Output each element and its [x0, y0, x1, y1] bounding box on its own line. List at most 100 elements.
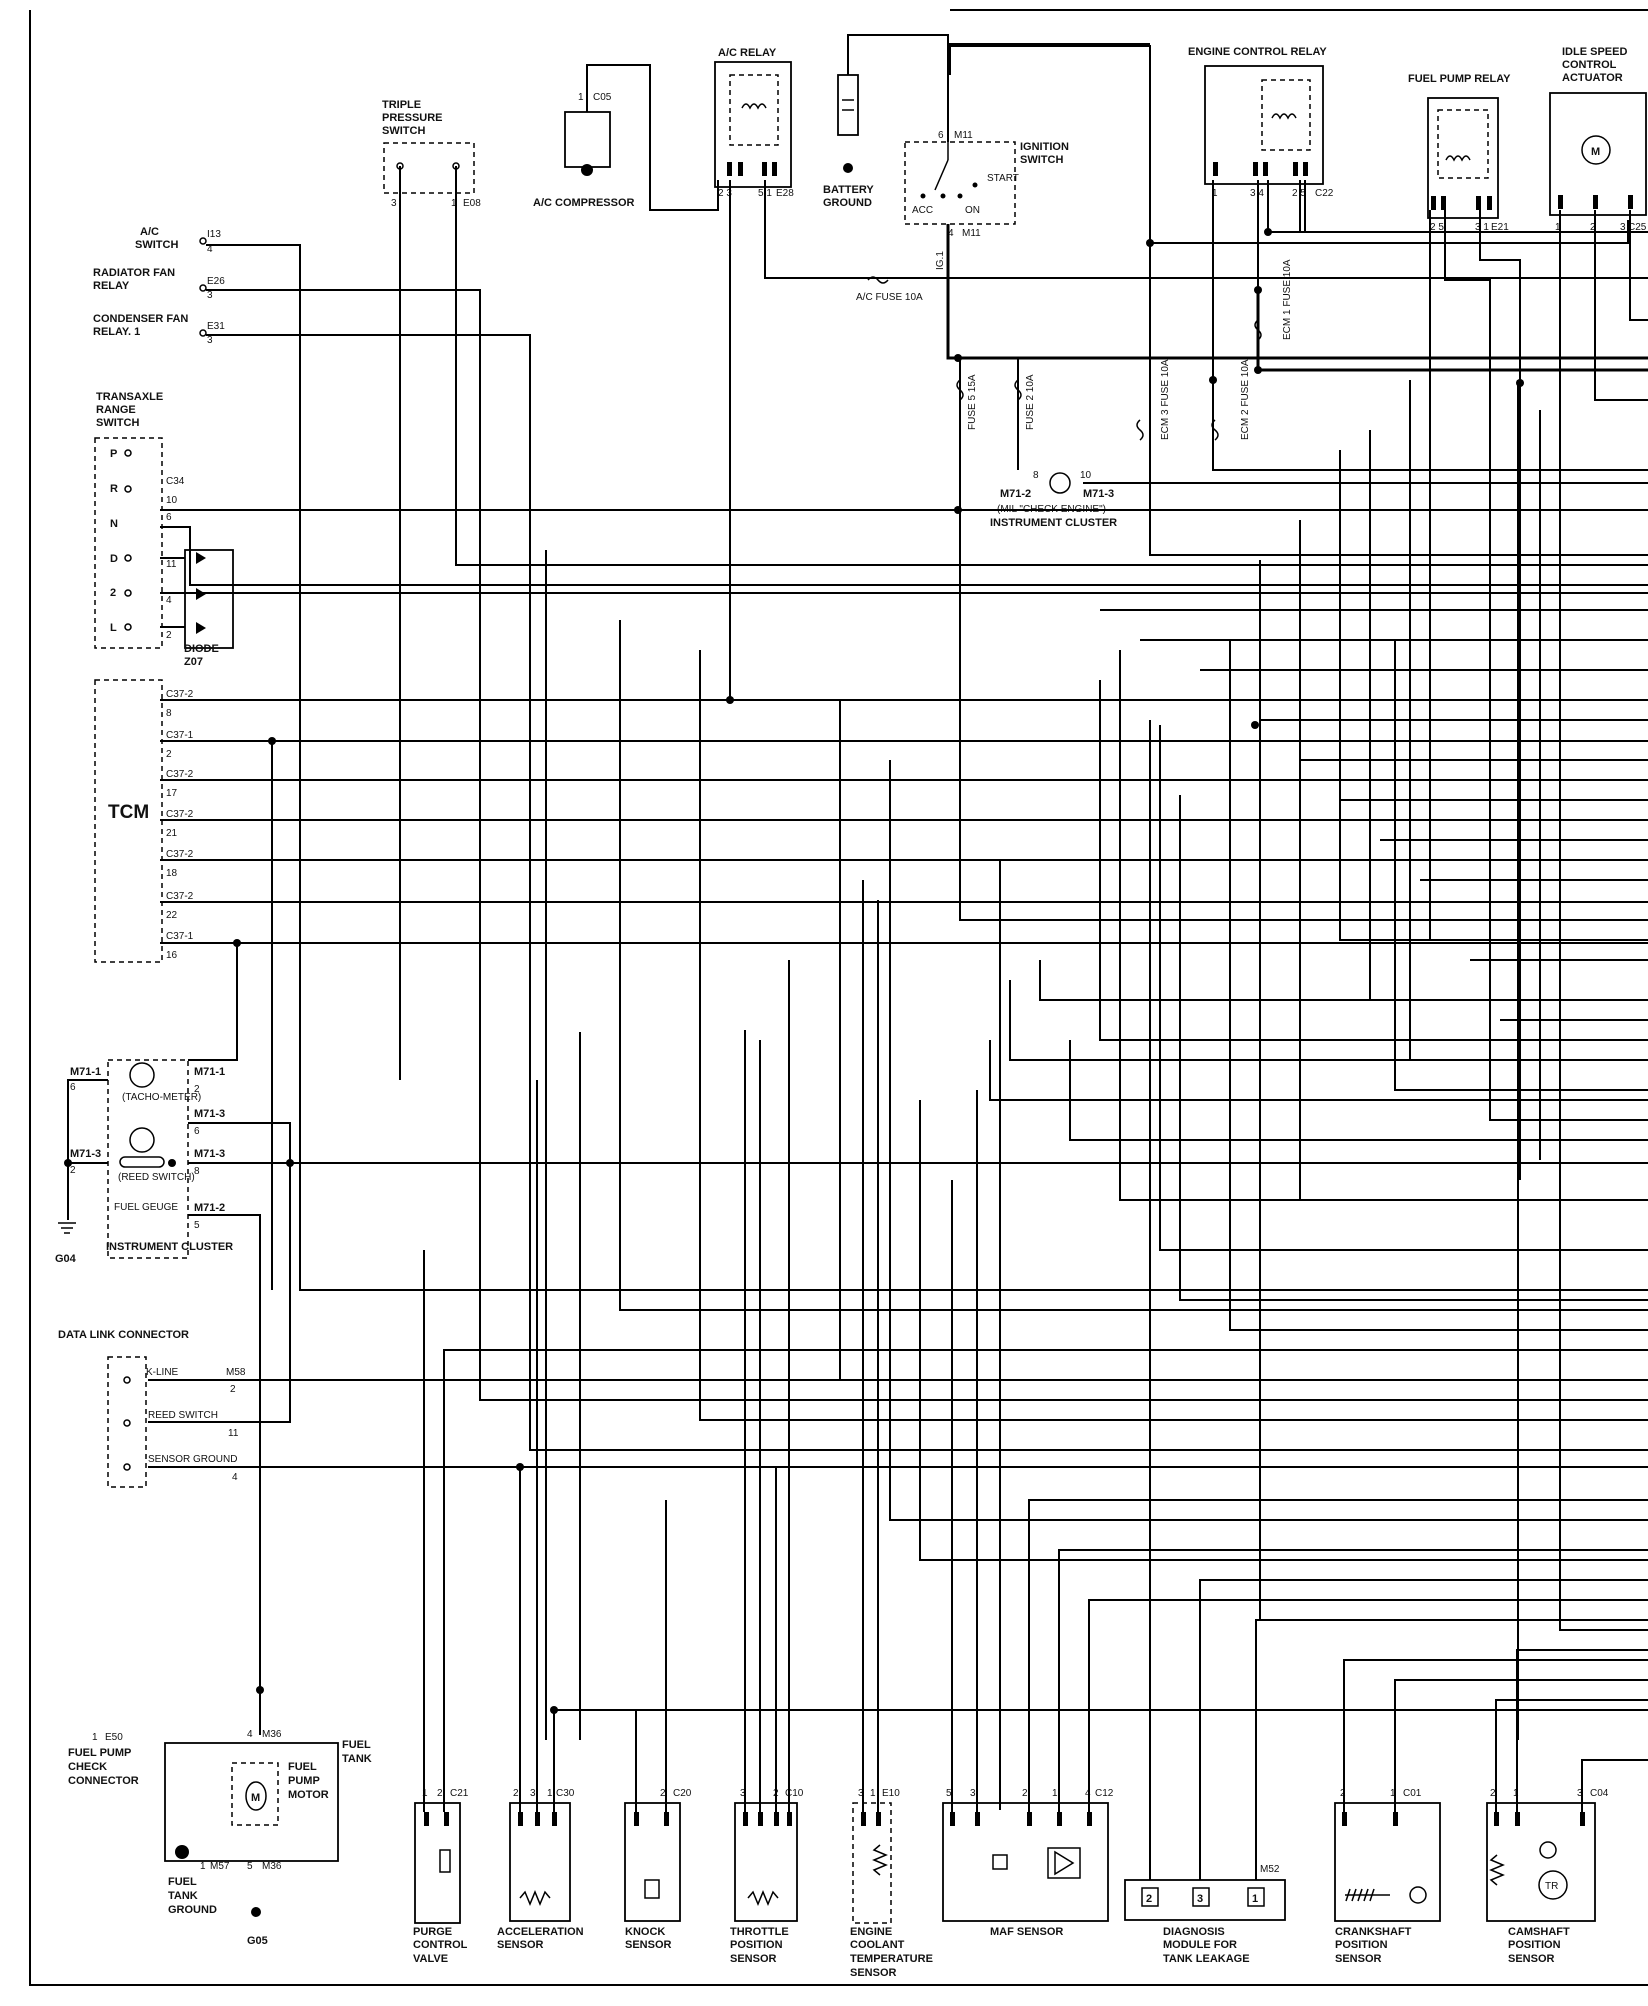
svg-text:M71-2: M71-2 — [1000, 488, 1031, 500]
svg-text:SENSOR: SENSOR — [1335, 1953, 1382, 1965]
svg-text:RELAY. 1: RELAY. 1 — [93, 326, 140, 338]
svg-text:1: 1 — [200, 1861, 206, 1872]
svg-text:G04: G04 — [55, 1253, 77, 1265]
svg-text:CRANKSHAFT: CRANKSHAFT — [1335, 1926, 1412, 1938]
svg-text:4: 4 — [207, 244, 213, 255]
svg-text:M71-1: M71-1 — [194, 1066, 225, 1078]
svg-text:P: P — [110, 448, 117, 460]
svg-text:3: 3 — [1577, 1788, 1583, 1799]
svg-text:COOLANT: COOLANT — [850, 1939, 905, 1951]
svg-text:4: 4 — [232, 1472, 238, 1483]
svg-text:1: 1 — [1555, 222, 1561, 233]
svg-text:MODULE FOR: MODULE FOR — [1163, 1939, 1237, 1951]
svg-text:E21: E21 — [1491, 222, 1509, 233]
svg-text:RANGE: RANGE — [96, 404, 136, 416]
svg-text:(TACHO-METER): (TACHO-METER) — [122, 1092, 201, 1103]
svg-text:CONDENSER FAN: CONDENSER FAN — [93, 313, 188, 325]
svg-text:18: 18 — [166, 868, 178, 879]
svg-text:THROTTLE: THROTTLE — [730, 1926, 789, 1938]
svg-text:1: 1 — [1252, 1893, 1258, 1905]
svg-text:POSITION: POSITION — [730, 1939, 783, 1951]
svg-text:2: 2 — [660, 1788, 666, 1799]
svg-text:SENSOR: SENSOR — [625, 1939, 672, 1951]
svg-text:G05: G05 — [247, 1935, 268, 1947]
svg-text:SENSOR: SENSOR — [497, 1939, 544, 1951]
svg-text:C37-2: C37-2 — [166, 891, 194, 902]
ac-compressor: 1 C05 A/C COMPRESSOR — [533, 92, 635, 209]
svg-text:REED SWITCH: REED SWITCH — [148, 1410, 218, 1421]
svg-text:M: M — [251, 1792, 260, 1804]
svg-text:FUSE 5 15A: FUSE 5 15A — [967, 374, 978, 430]
svg-text:2 5: 2 5 — [1430, 222, 1444, 233]
svg-text:FUSE 2 10A: FUSE 2 10A — [1025, 374, 1036, 430]
svg-text:C30: C30 — [556, 1788, 575, 1799]
svg-text:6: 6 — [70, 1082, 76, 1093]
svg-text:5: 5 — [946, 1788, 952, 1799]
svg-text:16: 16 — [166, 950, 178, 961]
svg-text:2: 2 — [194, 1084, 200, 1095]
svg-text:8: 8 — [194, 1166, 200, 1177]
svg-text:6: 6 — [166, 512, 172, 523]
svg-text:SENSOR: SENSOR — [730, 1953, 777, 1965]
svg-text:M71-2: M71-2 — [194, 1202, 225, 1214]
svg-text:C25: C25 — [1628, 222, 1647, 233]
svg-text:C04: C04 — [1590, 1788, 1609, 1799]
svg-text:3: 3 — [207, 335, 213, 346]
svg-text:2: 2 — [166, 630, 172, 641]
svg-text:3: 3 — [1620, 222, 1626, 233]
svg-text:MAF SENSOR: MAF SENSOR — [990, 1926, 1063, 1938]
ac-relay-label: A/C RELAY — [718, 47, 777, 59]
svg-text:C34: C34 — [166, 476, 185, 487]
page-frame — [29, 10, 1648, 1986]
svg-text:2: 2 — [1490, 1788, 1496, 1799]
svg-text:ECM 3 FUSE 10A: ECM 3 FUSE 10A — [1160, 359, 1171, 440]
svg-text:A/C COMPRESSOR: A/C COMPRESSOR — [533, 197, 635, 209]
svg-text:IG.1: IG.1 — [935, 251, 946, 270]
tcm: TCM C37-2 8 C37-1 2 C37-2 17 C37-2 21 C3… — [94, 679, 194, 963]
battery-ground: BATTERY GROUND — [823, 74, 874, 209]
svg-text:KNOCK: KNOCK — [625, 1926, 665, 1938]
svg-text:TCM: TCM — [108, 802, 149, 823]
svg-text:6: 6 — [938, 130, 944, 141]
svg-text:A/C FUSE 10A: A/C FUSE 10A — [856, 292, 923, 303]
svg-text:SENSOR GROUND: SENSOR GROUND — [148, 1454, 237, 1465]
svg-text:PUMP: PUMP — [288, 1775, 320, 1787]
svg-text:FUEL PUMP RELAY: FUEL PUMP RELAY — [1408, 73, 1511, 85]
svg-text:3: 3 — [970, 1788, 976, 1799]
svg-text:FUEL: FUEL — [168, 1876, 197, 1888]
svg-text:1: 1 — [1390, 1788, 1396, 1799]
svg-text:4: 4 — [948, 228, 954, 239]
svg-text:C37-1: C37-1 — [166, 931, 194, 942]
svg-text:C10: C10 — [785, 1788, 804, 1799]
svg-text:CAMSHAFT: CAMSHAFT — [1508, 1926, 1570, 1938]
svg-text:3: 3 — [858, 1788, 864, 1799]
svg-text:C01: C01 — [1403, 1788, 1422, 1799]
svg-text:M71-3: M71-3 — [1083, 488, 1114, 500]
svg-text:3: 3 — [740, 1788, 746, 1799]
svg-text:2: 2 — [110, 587, 116, 599]
svg-text:N: N — [110, 518, 118, 530]
svg-text:IGNITION: IGNITION — [1020, 141, 1069, 153]
svg-text:GROUND: GROUND — [168, 1904, 217, 1916]
svg-text:TRANSAXLE: TRANSAXLE — [96, 391, 163, 403]
svg-text:E26: E26 — [207, 276, 225, 287]
left-input-labels: A/C SWITCH I13 4 RADIATOR FAN RELAY E26 … — [93, 226, 225, 346]
svg-text:6: 6 — [194, 1126, 200, 1137]
svg-text:1: 1 — [870, 1788, 876, 1799]
svg-text:22: 22 — [166, 910, 178, 921]
svg-text:3: 3 — [530, 1788, 536, 1799]
svg-text:SWITCH: SWITCH — [96, 417, 139, 429]
svg-text:L: L — [110, 622, 117, 634]
svg-text:SENSOR: SENSOR — [1508, 1953, 1555, 1965]
svg-text:C37-2: C37-2 — [166, 849, 194, 860]
svg-text:Z07: Z07 — [184, 656, 203, 668]
svg-text:E50: E50 — [105, 1732, 123, 1743]
svg-text:C20: C20 — [673, 1788, 692, 1799]
